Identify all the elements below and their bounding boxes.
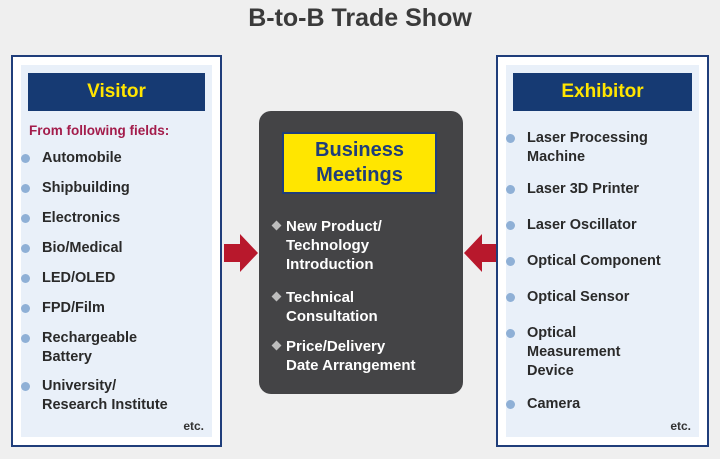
exhibitor-item-label: Laser 3D Printer: [527, 181, 640, 197]
meeting-item-line: Technology: [286, 237, 370, 254]
bullet-icon: [506, 221, 515, 230]
exhibitor-panel: Exhibitor Laser Processing Machine Laser…: [496, 55, 709, 447]
exhibitor-panel-inner: Exhibitor Laser Processing Machine Laser…: [506, 65, 699, 437]
exhibitor-item-label: Camera: [527, 396, 581, 412]
visitor-item-line: University/: [42, 378, 117, 394]
arrow-right-icon: [224, 234, 258, 272]
page-title: B-to-B Trade Show: [248, 4, 472, 32]
bullet-icon: [21, 382, 30, 391]
exhibitor-header: Exhibitor: [513, 73, 692, 111]
bullet-icon: [21, 334, 30, 343]
business-meetings-box: Business Meetings New Product/ Technolog…: [259, 111, 463, 394]
exhibitor-item-line: Measurement: [527, 344, 621, 360]
visitor-panel-inner: Visitor From following fields: Automobil…: [21, 65, 212, 437]
visitor-panel: Visitor From following fields: Automobil…: [11, 55, 222, 447]
meeting-item-line: Technical: [286, 289, 355, 306]
business-meetings-header: Business Meetings: [282, 132, 437, 194]
diamond-bullet-icon: [271, 340, 282, 351]
visitor-item-label: Rechargeable Battery: [42, 329, 212, 367]
meeting-item-label: Technical Consultation: [286, 288, 459, 326]
exhibitor-item-line: Device: [527, 363, 574, 379]
business-meetings-header-line: Business: [315, 139, 404, 161]
exhibitor-item-label: Optical Measurement Device: [527, 324, 699, 381]
meeting-item-line: Date Arrangement: [286, 357, 416, 374]
exhibitor-item-line: Optical: [527, 325, 577, 341]
meeting-item-line: Consultation: [286, 308, 378, 325]
bullet-icon: [21, 184, 30, 193]
visitor-item-label: Automobile: [42, 150, 122, 166]
business-meetings-header-line: Meetings: [316, 164, 403, 186]
exhibitor-item-label: Optical Component: [527, 253, 661, 269]
visitor-item-label: Electronics: [42, 210, 121, 226]
exhibitor-item-line: Machine: [527, 149, 586, 165]
meeting-item-label: New Product/ Technology Introduction: [286, 217, 459, 274]
arrow-left-icon: [464, 234, 498, 272]
bullet-icon: [21, 214, 30, 223]
bullet-icon: [506, 329, 515, 338]
visitor-item-label: University/ Research Institute: [42, 377, 212, 415]
exhibitor-item-label: Laser Oscillator: [527, 217, 637, 233]
meeting-item-line: Price/Delivery: [286, 338, 386, 355]
visitor-etc: etc.: [183, 419, 204, 433]
exhibitor-item-label: Optical Sensor: [527, 289, 630, 305]
meeting-item-label: Price/Delivery Date Arrangement: [286, 337, 459, 375]
exhibitor-item-line: Laser Processing: [527, 130, 648, 146]
visitor-header: Visitor: [28, 73, 205, 111]
visitor-item-label: Bio/Medical: [42, 240, 123, 256]
diamond-bullet-icon: [271, 291, 282, 302]
bullet-icon: [506, 134, 515, 143]
bullet-icon: [506, 185, 515, 194]
bullet-icon: [506, 400, 515, 409]
visitor-subheading: From following fields:: [29, 123, 170, 138]
bullet-icon: [21, 154, 30, 163]
exhibitor-item-label: Laser Processing Machine: [527, 129, 699, 167]
meeting-item-line: New Product/: [286, 218, 382, 235]
bullet-icon: [506, 257, 515, 266]
visitor-item-line: Rechargeable: [42, 330, 138, 346]
bullet-icon: [21, 244, 30, 253]
bullet-icon: [506, 293, 515, 302]
bullet-icon: [21, 274, 30, 283]
visitor-item-line: Research Institute: [42, 397, 168, 413]
diamond-bullet-icon: [271, 220, 282, 231]
visitor-item-label: FPD/Film: [42, 300, 105, 316]
exhibitor-etc: etc.: [670, 419, 691, 433]
visitor-item-label: LED/OLED: [42, 270, 116, 286]
bullet-icon: [21, 304, 30, 313]
visitor-item-line: Battery: [42, 349, 92, 365]
meeting-item-line: Introduction: [286, 256, 374, 273]
visitor-item-label: Shipbuilding: [42, 180, 130, 196]
